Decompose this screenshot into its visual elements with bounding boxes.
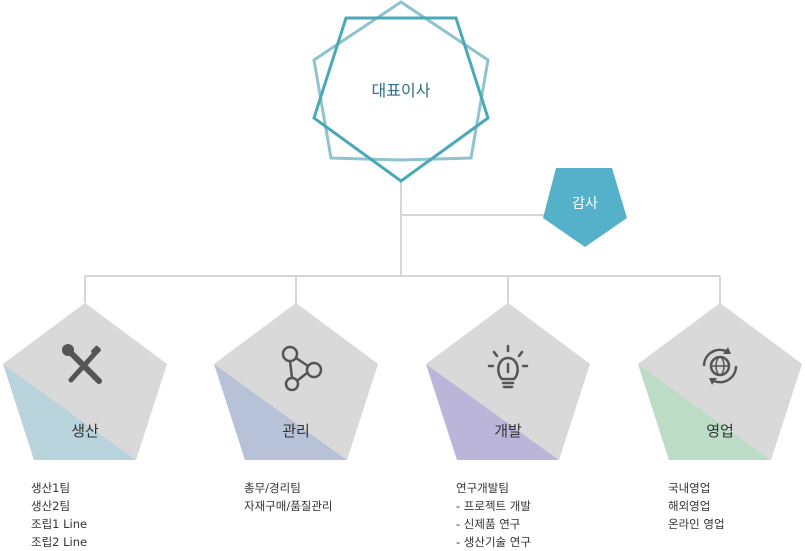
department-label: 개발: [494, 422, 522, 440]
ceo-label: 대표이사: [372, 81, 431, 100]
department-1: 생산: [3, 303, 167, 460]
tools-icon: [62, 344, 102, 384]
dept-pentagon-top: [214, 303, 378, 460]
dept-pentagon-top: [426, 303, 590, 460]
list-item: 국내영업: [668, 481, 711, 495]
list-item: 조립1 Line: [31, 517, 88, 531]
network-icon: [281, 345, 323, 392]
ceo-hexagon-light: [312, 0, 490, 162]
ceo-node: 대표이사: [312, 0, 490, 183]
list-item: 생산1팀: [31, 481, 71, 495]
list-item: 생산2팀: [31, 499, 71, 513]
audit-node: 감사: [543, 168, 627, 247]
department-3-items: 연구개발팀 - 프로젝트 개발 - 신제품 연구 - 생산기술 연구: [456, 479, 531, 551]
list-item: 조립2 Line: [31, 535, 88, 549]
list-item: 해외영업: [668, 499, 711, 513]
list-item: 자재구매/품질관리: [244, 499, 333, 513]
department-4: 영업: [638, 303, 802, 460]
department-label: 관리: [282, 422, 310, 440]
department-4-items: 국내영업 해외영업 온라인 영업: [668, 479, 725, 533]
audit-pentagon: [543, 168, 627, 247]
list-item: - 생산기술 연구: [456, 535, 531, 549]
department-2: 관리: [214, 303, 378, 460]
department-1-items: 생산1팀 생산2팀 조립1 Line 조립2 Line: [31, 479, 87, 551]
department-label: 생산: [71, 422, 99, 440]
list-item: 온라인 영업: [668, 517, 725, 531]
list-item: - 신제품 연구: [456, 517, 521, 531]
list-item: 총무/경리팀: [244, 481, 301, 495]
list-item: 연구개발팀: [456, 481, 509, 495]
globe-icon: [702, 347, 738, 385]
list-item: - 프로젝트 개발: [456, 499, 531, 513]
department-2-items: 총무/경리팀 자재구매/품질관리: [244, 479, 333, 515]
department-label: 영업: [706, 422, 734, 440]
ceo-hexagon-dark: [312, 16, 490, 183]
department-3: 개발: [426, 303, 590, 460]
dept-pentagon-top: [3, 303, 167, 460]
lightbulb-icon: [487, 344, 529, 389]
connector-lines: [84, 181, 721, 303]
audit-label: 감사: [572, 196, 598, 212]
